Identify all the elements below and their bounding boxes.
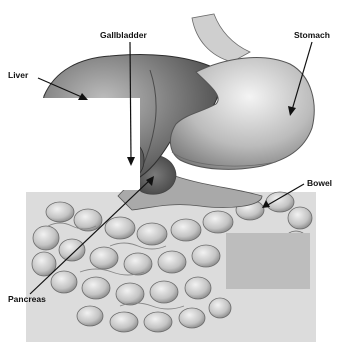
- mask-block-upper: [32, 98, 140, 190]
- label-pancreas: Pancreas: [8, 294, 46, 304]
- esophagus: [192, 14, 250, 62]
- label-stomach: Stomach: [294, 30, 330, 40]
- mask-block-lower-right: [226, 233, 310, 289]
- label-gallbladder: Gallbladder: [100, 30, 147, 40]
- label-bowel: Bowel: [307, 178, 332, 188]
- label-liver: Liver: [8, 70, 29, 80]
